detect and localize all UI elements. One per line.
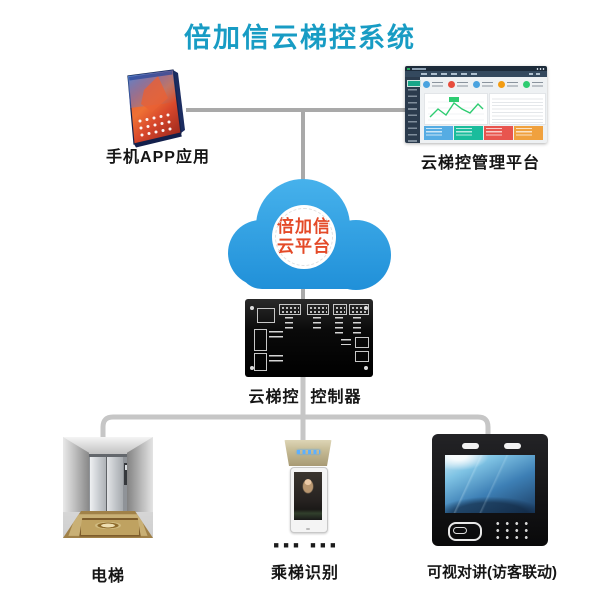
led-display	[297, 450, 320, 454]
cloud-badge: 倍加信 云平台	[272, 205, 336, 269]
relay-module	[355, 337, 369, 348]
intercom-label: 可视对讲(访客联动)	[427, 564, 557, 581]
elevator-carpet	[63, 511, 153, 538]
carpet-medallion	[95, 521, 121, 530]
power-module	[257, 308, 275, 323]
stat-item	[422, 80, 447, 90]
face-terminal-illustration	[283, 440, 333, 538]
dashboard-sidebar	[405, 77, 421, 143]
phone-illustration	[116, 66, 196, 150]
recognition-label: 乘梯识别	[270, 565, 339, 582]
dashboard-title-bar	[412, 68, 426, 70]
speaker-slot	[504, 443, 521, 449]
dashboard-table	[489, 93, 546, 125]
dashboard-card	[424, 126, 453, 140]
screw-hole	[364, 366, 368, 370]
elevator-control-panel	[124, 463, 129, 485]
home-button	[306, 528, 310, 530]
dashboard-sidebar-active-item	[406, 79, 421, 87]
dashboard-card	[514, 126, 543, 140]
dashboard-card	[454, 126, 483, 140]
silkscreen-text	[335, 317, 343, 335]
dashboard-topbar	[405, 66, 547, 71]
cloud-text: 倍加信 云平台	[277, 217, 331, 256]
card-reader	[448, 522, 482, 541]
screw-hole	[250, 306, 254, 310]
dashboard-illustration	[405, 66, 547, 143]
stat-item	[472, 80, 497, 90]
phone-app-icons	[138, 113, 172, 137]
stat-item	[522, 80, 547, 90]
face-terminal-body	[290, 467, 328, 533]
dashboard-stats-row	[422, 80, 546, 90]
terminal-block	[307, 304, 329, 315]
speaker-slot	[462, 443, 479, 449]
relay-module	[355, 351, 369, 362]
dashboard-topbar-icons	[536, 68, 545, 70]
stat-item	[447, 80, 472, 90]
phone-label: 手机APP应用	[106, 149, 210, 166]
silkscreen-text	[313, 317, 321, 331]
dashboard-line-chart	[424, 93, 488, 125]
dashboard-sidebar-menu	[408, 89, 417, 143]
dashboard-navbar	[405, 71, 547, 77]
side-connector	[254, 353, 267, 371]
intercom-screen	[445, 455, 535, 513]
terminal-block	[349, 304, 369, 315]
terminal-block	[279, 304, 301, 315]
phone-wallpaper-flame	[141, 76, 168, 112]
silkscreen-text	[269, 331, 283, 341]
silkscreen-text	[341, 339, 351, 345]
silkscreen-text	[285, 317, 293, 331]
stat-item	[497, 80, 522, 90]
platform-label: 云梯控管理平台	[420, 155, 540, 172]
phone-statusbar	[129, 71, 173, 81]
elevator-door-left	[90, 457, 107, 511]
dashboard-card	[484, 126, 513, 140]
phone-back-panel	[173, 70, 185, 133]
terminal-block	[333, 304, 347, 315]
side-connector	[254, 329, 267, 351]
dashboard-logo	[407, 67, 410, 70]
dashboard-cards-row	[424, 126, 546, 140]
silkscreen-text	[269, 355, 283, 365]
screw-hole	[250, 366, 254, 370]
controller-label: 云梯控 控制器	[248, 389, 362, 406]
controller-board-illustration	[245, 299, 373, 377]
intercom-illustration	[432, 434, 548, 546]
keypad	[493, 520, 531, 542]
page-title: 倍加信云梯控系统	[184, 23, 416, 53]
silkscreen-text	[353, 317, 361, 335]
phone-bottom-edge	[134, 133, 182, 148]
elevator-door-right	[107, 457, 123, 511]
face-terminal-cap	[284, 440, 332, 466]
elevator-lintel	[87, 452, 129, 457]
elevator-label: 电梯	[90, 568, 125, 585]
cloud-icon: 倍加信 云平台	[219, 177, 397, 293]
elevator-ceiling	[63, 437, 153, 454]
face-terminal-screen	[294, 472, 322, 520]
elevator-illustration	[63, 437, 153, 538]
connection-dots: ■ ■ ■ ■ ■ ■	[273, 540, 337, 550]
